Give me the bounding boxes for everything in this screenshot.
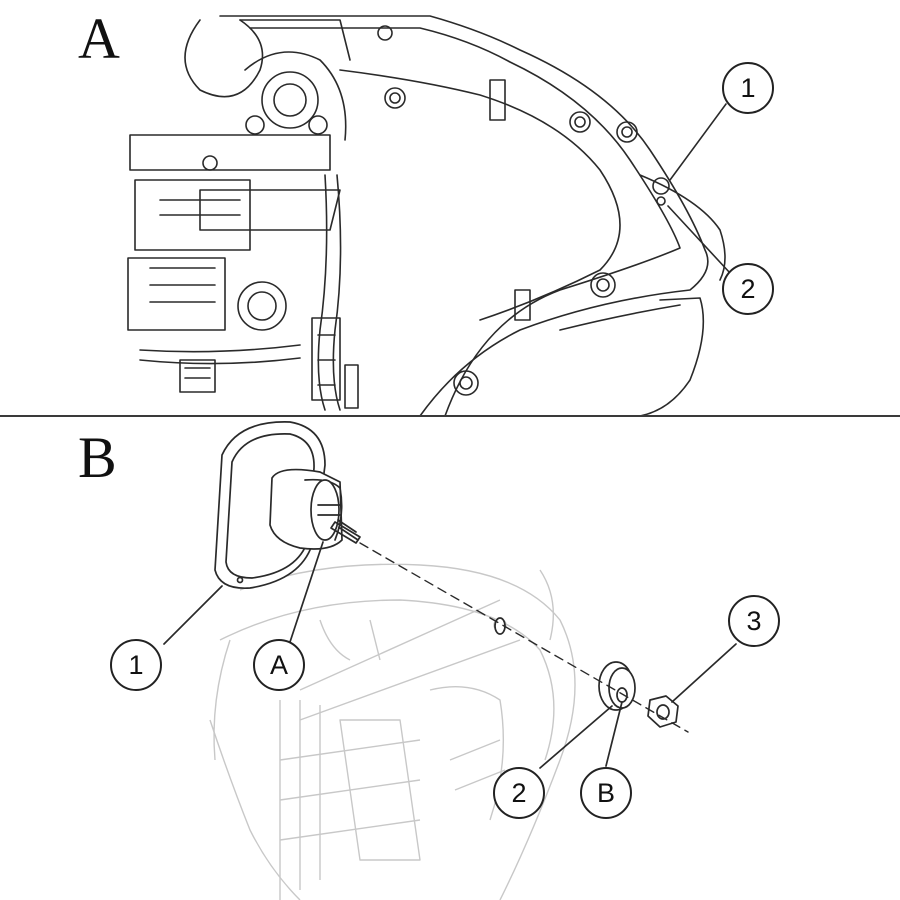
assembly-axis-line <box>359 542 689 733</box>
callout-b-1: 1 <box>110 639 162 691</box>
leader-line-a2 <box>667 205 731 274</box>
wiring-harness-cluster <box>127 19 359 411</box>
mounting-hole <box>652 177 670 195</box>
hex-nut <box>647 695 679 728</box>
callout-b-2: 2 <box>493 767 545 819</box>
leader-line-bB <box>605 701 623 767</box>
fairing-cap <box>214 421 361 590</box>
panel-divider <box>0 415 900 417</box>
panel-label-a: A <box>78 6 120 71</box>
rubber-grommet <box>598 661 636 711</box>
callout-a-1: 1 <box>722 62 774 114</box>
fairing-background <box>209 563 576 900</box>
callout-b-3: 3 <box>728 595 780 647</box>
leader-line-b2 <box>539 705 613 769</box>
panel-a-drawing <box>127 15 731 416</box>
leader-line-b3 <box>671 643 737 703</box>
panel-a: A 1 2 <box>0 0 900 416</box>
panel-b: B 1 A 2 B 3 <box>0 417 900 900</box>
locating-hole <box>656 196 666 206</box>
leader-line-bA <box>289 541 324 643</box>
callout-b-B: B <box>580 767 632 819</box>
callout-b-A: A <box>253 639 305 691</box>
leader-line-b1 <box>163 585 223 645</box>
callout-a-2: 2 <box>722 263 774 315</box>
leader-line-a1 <box>669 103 727 181</box>
panel-label-b: B <box>78 425 117 490</box>
fairing-inner-panel <box>219 15 726 416</box>
panel-b-drawing <box>163 421 737 900</box>
